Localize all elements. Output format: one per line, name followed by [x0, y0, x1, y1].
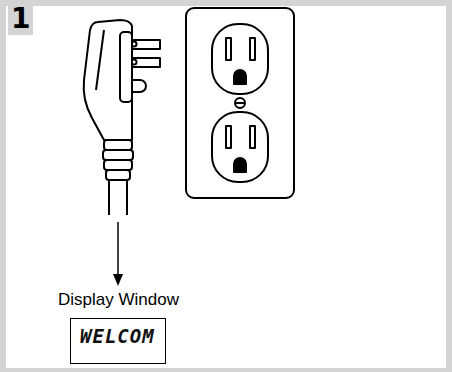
panel	[6, 6, 446, 368]
display-heading: Display Window	[58, 290, 179, 310]
outlet-face	[212, 24, 268, 94]
leader-arrow	[117, 222, 119, 276]
step-number: 1	[8, 2, 33, 35]
slot	[226, 38, 231, 60]
ground-hole	[234, 70, 246, 84]
slot	[250, 38, 255, 60]
arrow-head	[113, 274, 123, 286]
slot	[250, 126, 255, 148]
cord	[109, 180, 127, 215]
lcd-box: WELCOM	[70, 318, 166, 364]
lcd-text: WELCOM	[80, 325, 155, 347]
slot	[226, 126, 231, 148]
ground-hole	[234, 158, 246, 172]
plug-face	[120, 32, 132, 102]
outlet-plate	[186, 8, 294, 198]
plug-body	[84, 20, 132, 140]
strain-relief	[104, 140, 132, 150]
screw	[235, 98, 245, 108]
outlet-face	[212, 112, 268, 182]
